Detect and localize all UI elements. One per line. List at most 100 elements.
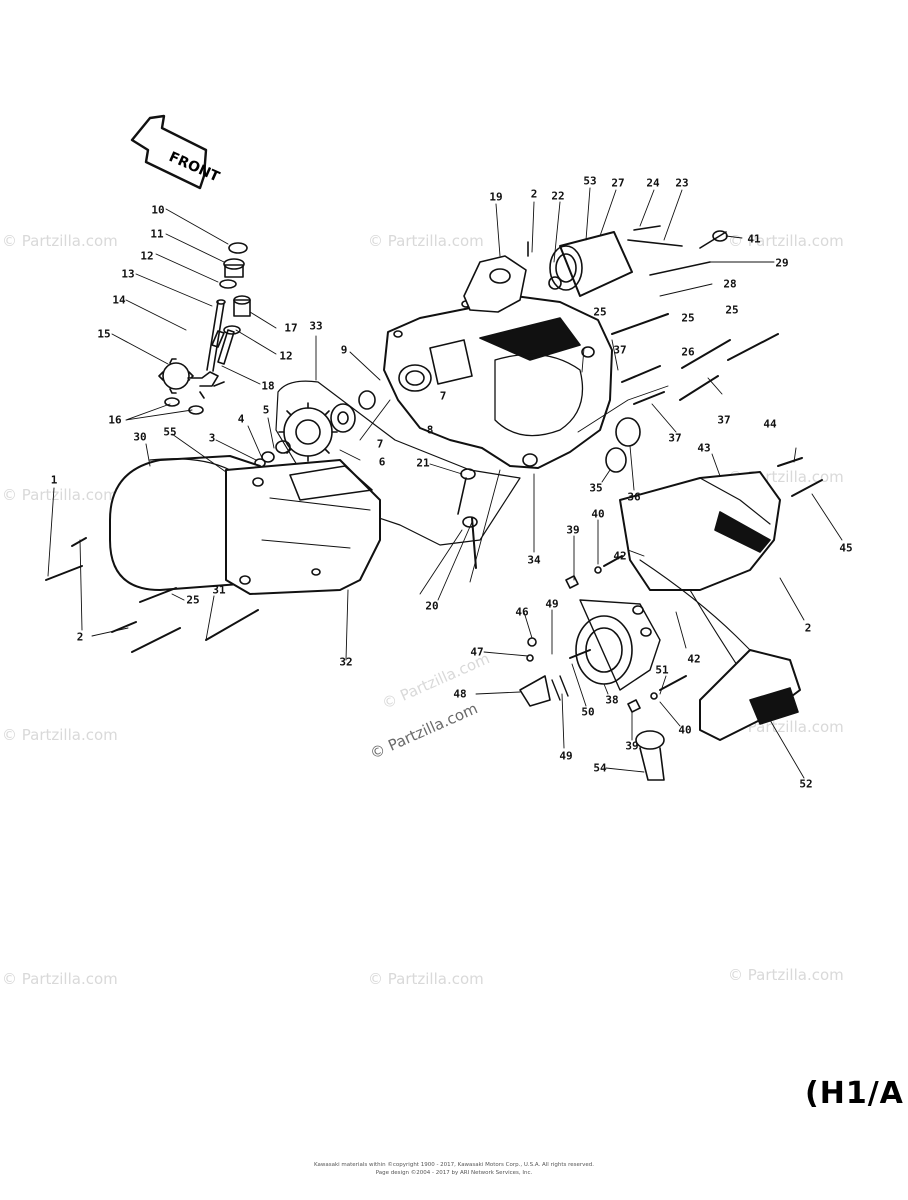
part-label: 19 <box>489 190 503 204</box>
part-label: 11 <box>150 227 164 241</box>
part-label: 27 <box>611 176 625 190</box>
footer-design-credit: Page design ©2004 - 2017 by ARI Network … <box>375 1170 533 1176</box>
tachometer-drive-parts <box>158 242 251 415</box>
part-label: 54 <box>593 761 607 775</box>
part-label: 2 <box>804 621 812 635</box>
part-label: 22 <box>551 189 565 203</box>
part-label: 25 <box>725 303 739 317</box>
part-label: 35 <box>589 481 603 495</box>
part-label: 48 <box>453 687 467 701</box>
left-engine-cover <box>109 455 381 595</box>
model-code-label: (H1/A <box>805 1076 904 1111</box>
part-label: 4 <box>237 412 245 426</box>
part-label: 23 <box>675 176 689 190</box>
chain-guard <box>699 649 801 741</box>
part-label: 15 <box>97 327 111 341</box>
watermark: © Partzilla.com <box>2 726 118 744</box>
part-label: 26 <box>681 345 695 359</box>
footer-copyright: Kawasaki materials within ©copyright 190… <box>313 1162 595 1168</box>
part-label: 29 <box>775 256 789 270</box>
watermark: © Partzilla.com <box>2 970 118 988</box>
part-label: 32 <box>339 655 353 669</box>
part-label: 12 <box>279 349 293 363</box>
part-label: 24 <box>646 176 660 190</box>
breather-housing <box>463 241 529 313</box>
part-label: 21 <box>416 456 430 470</box>
bolts-right <box>611 313 823 497</box>
part-label: 9 <box>340 343 348 357</box>
part-label: 10 <box>151 203 165 217</box>
part-label: 37 <box>717 413 731 427</box>
part-label: 13 <box>121 267 135 281</box>
front-arrow-icon: FRONT <box>130 114 222 190</box>
watermark: © Partzilla.com <box>368 970 484 988</box>
part-label: 42 <box>687 652 701 666</box>
part-label: 16 <box>108 413 122 427</box>
part-label: 49 <box>559 749 573 763</box>
part-label: 45 <box>839 541 853 555</box>
part-label: 20 <box>425 599 439 613</box>
part-label: 39 <box>625 739 639 753</box>
part-label: 14 <box>112 293 126 307</box>
part-label: 44 <box>763 417 777 431</box>
part-label: 25 <box>186 593 200 607</box>
washer <box>527 637 537 647</box>
part-label: 39 <box>566 523 580 537</box>
part-label: 50 <box>581 705 595 719</box>
part-label: 49 <box>545 597 559 611</box>
sprocket-assembly <box>569 599 661 691</box>
part-label: 52 <box>799 777 813 791</box>
nut <box>594 566 602 574</box>
sleeve-drum <box>548 225 728 297</box>
part-label: 2 <box>530 187 538 201</box>
crankcase-cover <box>383 295 613 469</box>
watermark: © Partzilla.com <box>2 486 118 504</box>
lock-washer <box>627 699 641 713</box>
part-label: 28 <box>723 277 737 291</box>
part-label: 33 <box>309 319 323 333</box>
part-label: 40 <box>591 507 605 521</box>
part-label: 31 <box>212 583 226 597</box>
part-label: 2 <box>76 630 84 644</box>
part-label: 43 <box>697 441 711 455</box>
part-label: 25 <box>681 311 695 325</box>
part-label: 47 <box>470 645 484 659</box>
nut <box>526 654 534 662</box>
part-label: 41 <box>747 232 761 246</box>
part-label: 3 <box>208 431 216 445</box>
part-label: 46 <box>515 605 529 619</box>
part-label: 34 <box>527 553 541 567</box>
nut <box>650 692 658 700</box>
lock-washer <box>565 575 579 589</box>
part-label: 36 <box>627 490 641 504</box>
bolt <box>659 675 687 691</box>
part-label: 42 <box>613 549 627 563</box>
part-label: 51 <box>655 663 669 677</box>
watermark: © Partzilla.com <box>728 966 844 984</box>
part-label: 7 <box>439 389 447 403</box>
watermark: © Partzilla.com <box>2 232 118 250</box>
watermark: © Partzilla.com <box>368 232 484 250</box>
part-label: 53 <box>583 174 597 188</box>
part-label: 37 <box>668 431 682 445</box>
shift-lever <box>519 675 665 781</box>
part-label: 17 <box>284 321 298 335</box>
bolts-left <box>45 537 259 653</box>
part-label: 25 <box>593 305 607 319</box>
dipstick <box>457 468 478 569</box>
part-label: 30 <box>133 430 147 444</box>
part-label: 55 <box>163 425 177 439</box>
gear-assembly <box>254 390 376 468</box>
oil-seal <box>605 447 627 473</box>
part-label: 40 <box>678 723 692 737</box>
part-label: 6 <box>378 455 386 469</box>
watermark: © Partzilla.com <box>728 232 844 250</box>
part-label: 7 <box>376 437 384 451</box>
leader-lines <box>47 187 843 779</box>
part-label: 37 <box>613 343 627 357</box>
part-label: 1 <box>50 473 58 487</box>
bolt <box>603 555 623 567</box>
part-label: 8 <box>426 423 434 437</box>
